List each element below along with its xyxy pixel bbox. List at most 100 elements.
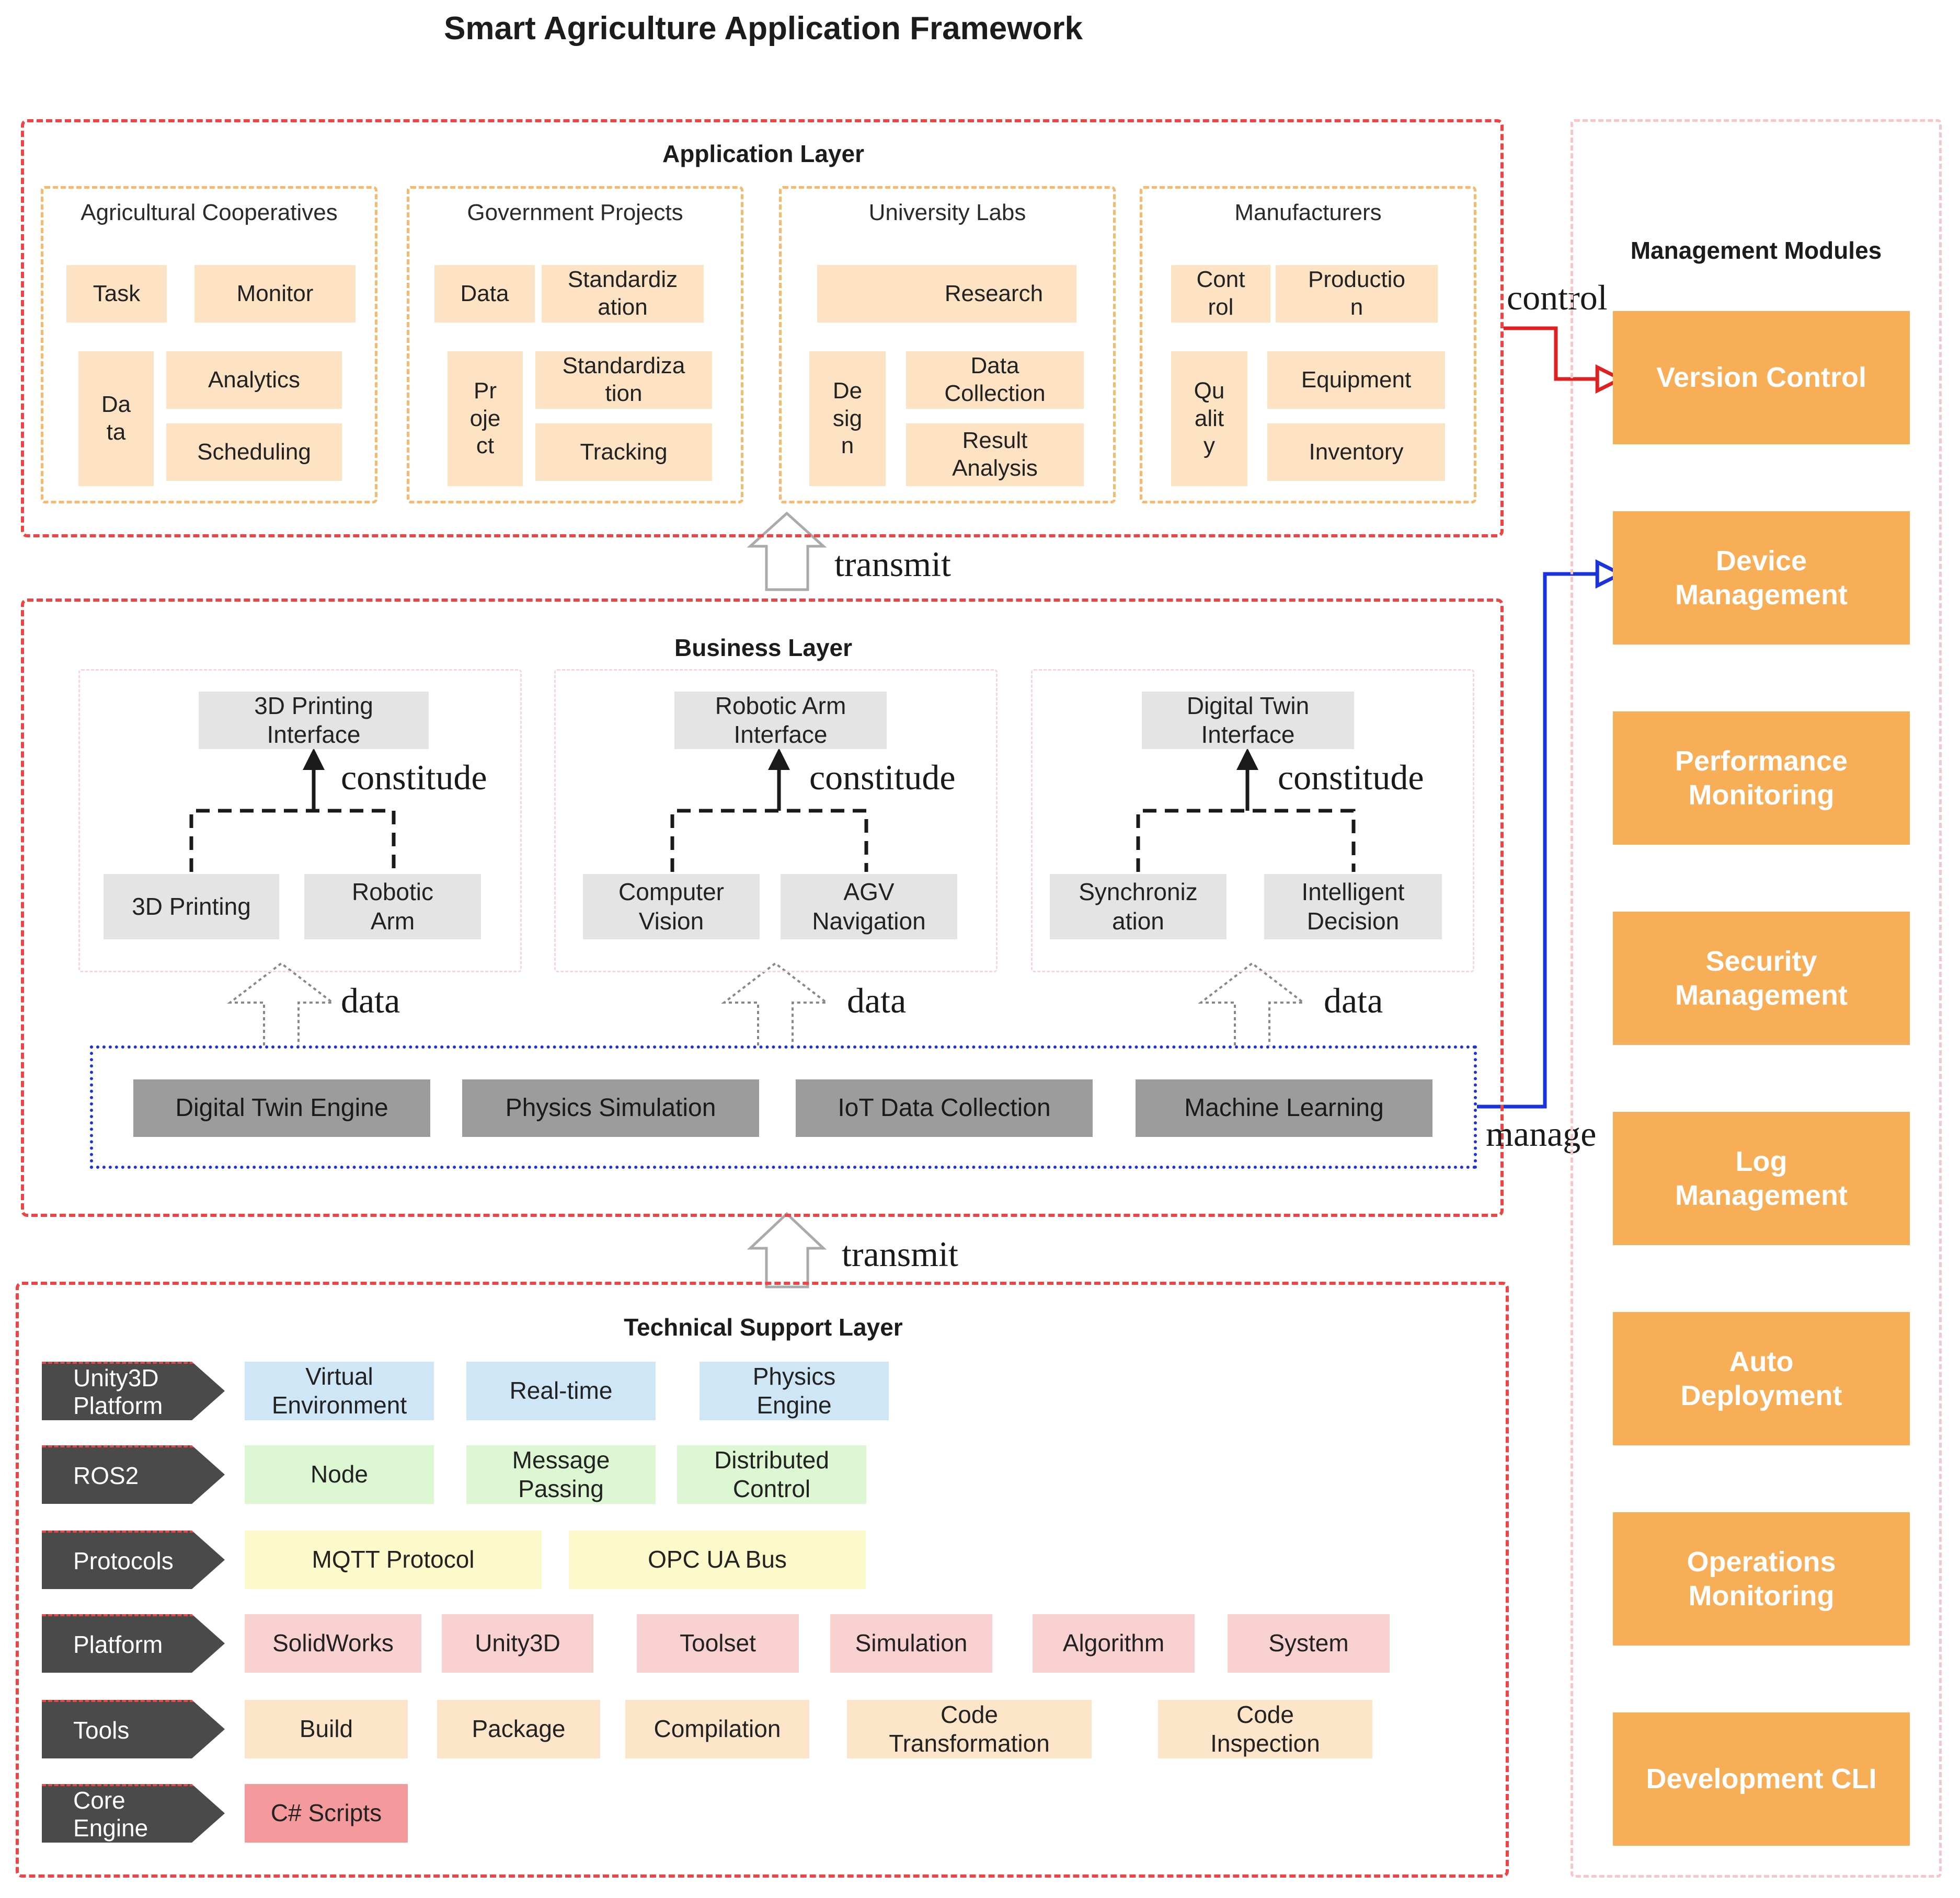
- tech-item[interactable]: C# Scripts: [245, 1784, 408, 1843]
- tech-item[interactable]: Build: [245, 1700, 408, 1758]
- group-government-projects: [407, 186, 743, 503]
- tech-item[interactable]: OPC UA Bus: [569, 1531, 866, 1589]
- business-panel-3: [1031, 669, 1474, 972]
- app-item-control[interactable]: Cont rol: [1171, 265, 1270, 323]
- tech-item[interactable]: Compilation: [625, 1700, 809, 1758]
- biz-item-computer-vision[interactable]: Computer Vision: [583, 874, 760, 939]
- tech-item[interactable]: Algorithm: [1033, 1614, 1195, 1673]
- app-item-scheduling[interactable]: Scheduling: [166, 423, 342, 481]
- transmit-label-upper: transmit: [834, 544, 951, 584]
- constitude-tree-2: [670, 748, 868, 872]
- tech-item[interactable]: Real-time: [466, 1362, 656, 1420]
- app-item-data-collection[interactable]: Data Collection: [906, 351, 1084, 409]
- tech-item[interactable]: Node: [245, 1445, 434, 1504]
- management-module[interactable]: Auto Deployment: [1613, 1312, 1910, 1445]
- constitude-label: constitude: [341, 757, 487, 797]
- engine-physics-simulation[interactable]: Physics Simulation: [462, 1079, 759, 1137]
- management-title: Management Modules: [1630, 237, 1882, 264]
- business-panel-2: [554, 669, 998, 972]
- engine-group: [90, 1045, 1477, 1169]
- tech-row-tag: Core Engine: [42, 1784, 225, 1843]
- tech-row-tag: Unity3D Platform: [42, 1362, 225, 1420]
- group-title: Agricultural Cooperatives: [81, 199, 338, 225]
- data-arrow-2: [721, 962, 830, 1045]
- technical-layer-title: Technical Support Layer: [624, 1314, 903, 1341]
- tech-item[interactable]: Physics Engine: [700, 1362, 889, 1420]
- page-title: Smart Agriculture Application Framework: [444, 10, 1083, 47]
- data-label-1: data: [341, 981, 400, 1020]
- group-manufacturers: [1140, 186, 1476, 503]
- tech-item[interactable]: Message Passing: [466, 1445, 656, 1504]
- technical-support-layer: [16, 1282, 1509, 1878]
- management-module[interactable]: Security Management: [1613, 912, 1910, 1045]
- transmit-label-lower: transmit: [842, 1234, 958, 1274]
- tech-item[interactable]: System: [1228, 1614, 1390, 1673]
- transmit-arrow-lower: [747, 1212, 827, 1289]
- management-module[interactable]: Log Management: [1613, 1112, 1910, 1245]
- group-university-labs: [779, 186, 1116, 503]
- data-arrow-3: [1198, 962, 1306, 1045]
- biz-item-intelligent-decision[interactable]: Intelligent Decision: [1264, 874, 1442, 939]
- application-layer: [21, 119, 1504, 537]
- tech-item[interactable]: SolidWorks: [245, 1614, 421, 1673]
- tech-item[interactable]: Distributed Control: [677, 1445, 866, 1504]
- interface-3d-printing[interactable]: 3D Printing Interface: [199, 692, 429, 749]
- biz-item-robotic-arm[interactable]: Robotic Arm: [304, 874, 481, 939]
- app-item-standardization[interactable]: Standardiz ation: [542, 265, 704, 323]
- business-panel-1: [78, 669, 522, 972]
- app-item-result-analysis[interactable]: Result Analysis: [906, 423, 1084, 486]
- management-panel: [1571, 119, 1942, 1878]
- app-item-task[interactable]: Task: [66, 265, 167, 323]
- app-item-research[interactable]: Research: [817, 265, 1076, 323]
- app-item-project[interactable]: Pr oje ct: [448, 351, 523, 486]
- app-item-equipment[interactable]: Equipment: [1267, 351, 1445, 409]
- app-item-standardization-2[interactable]: Standardiza tion: [535, 351, 712, 409]
- tech-item[interactable]: Package: [437, 1700, 600, 1758]
- biz-item-agv-navigation[interactable]: AGV Navigation: [781, 874, 957, 939]
- engine-machine-learning[interactable]: Machine Learning: [1136, 1079, 1432, 1137]
- control-label: control: [1507, 278, 1608, 317]
- tech-item[interactable]: Toolset: [637, 1614, 799, 1673]
- group-title: Manufacturers: [1234, 199, 1382, 225]
- app-item-inventory[interactable]: Inventory: [1267, 423, 1445, 481]
- engine-digital-twin[interactable]: Digital Twin Engine: [133, 1079, 430, 1137]
- app-item-data[interactable]: Da ta: [78, 351, 154, 486]
- constitude-tree-3: [1136, 748, 1356, 872]
- app-item-analytics[interactable]: Analytics: [166, 351, 342, 409]
- business-layer-title: Business Layer: [674, 634, 853, 662]
- tech-row-tag: Tools: [42, 1700, 225, 1758]
- manage-arrow: [1477, 574, 1621, 1109]
- data-label-3: data: [1324, 981, 1383, 1020]
- engine-iot-data-collection[interactable]: IoT Data Collection: [796, 1079, 1093, 1137]
- management-module[interactable]: Device Management: [1613, 511, 1910, 645]
- application-layer-title: Application Layer: [662, 140, 864, 168]
- app-item-design[interactable]: De sig n: [809, 351, 886, 486]
- group-agricultural-cooperatives: [41, 186, 377, 503]
- tech-item[interactable]: Virtual Environment: [245, 1362, 434, 1420]
- tech-item[interactable]: Unity3D: [442, 1614, 593, 1673]
- data-label-2: data: [847, 981, 907, 1020]
- app-item-quality[interactable]: Qu alit y: [1171, 351, 1247, 486]
- management-module[interactable]: Operations Monitoring: [1613, 1512, 1910, 1646]
- management-module[interactable]: Performance Monitoring: [1613, 711, 1910, 845]
- biz-item-3d-printing[interactable]: 3D Printing: [104, 874, 279, 939]
- transmit-arrow-upper: [747, 511, 827, 591]
- management-module[interactable]: Development CLI: [1613, 1712, 1910, 1846]
- app-item-data[interactable]: Data: [434, 265, 535, 323]
- tech-item[interactable]: Simulation: [830, 1614, 992, 1673]
- app-item-monitor[interactable]: Monitor: [194, 265, 356, 323]
- tech-item[interactable]: Code Inspection: [1158, 1700, 1372, 1758]
- app-item-production[interactable]: Productio n: [1276, 265, 1438, 323]
- interface-digital-twin[interactable]: Digital Twin Interface: [1142, 692, 1354, 749]
- tech-item[interactable]: Code Transformation: [847, 1700, 1092, 1758]
- tech-row-tag: Protocols: [42, 1531, 225, 1589]
- tech-row-tag: Platform: [42, 1614, 225, 1673]
- data-arrow-1: [227, 962, 336, 1045]
- biz-item-synchronization[interactable]: Synchroniz ation: [1050, 874, 1227, 939]
- interface-robotic-arm[interactable]: Robotic Arm Interface: [674, 692, 887, 749]
- tech-item[interactable]: MQTT Protocol: [245, 1531, 542, 1589]
- constitude-label: constitude: [1278, 757, 1424, 797]
- app-item-tracking[interactable]: Tracking: [535, 423, 712, 481]
- management-module[interactable]: Version Control: [1613, 311, 1910, 444]
